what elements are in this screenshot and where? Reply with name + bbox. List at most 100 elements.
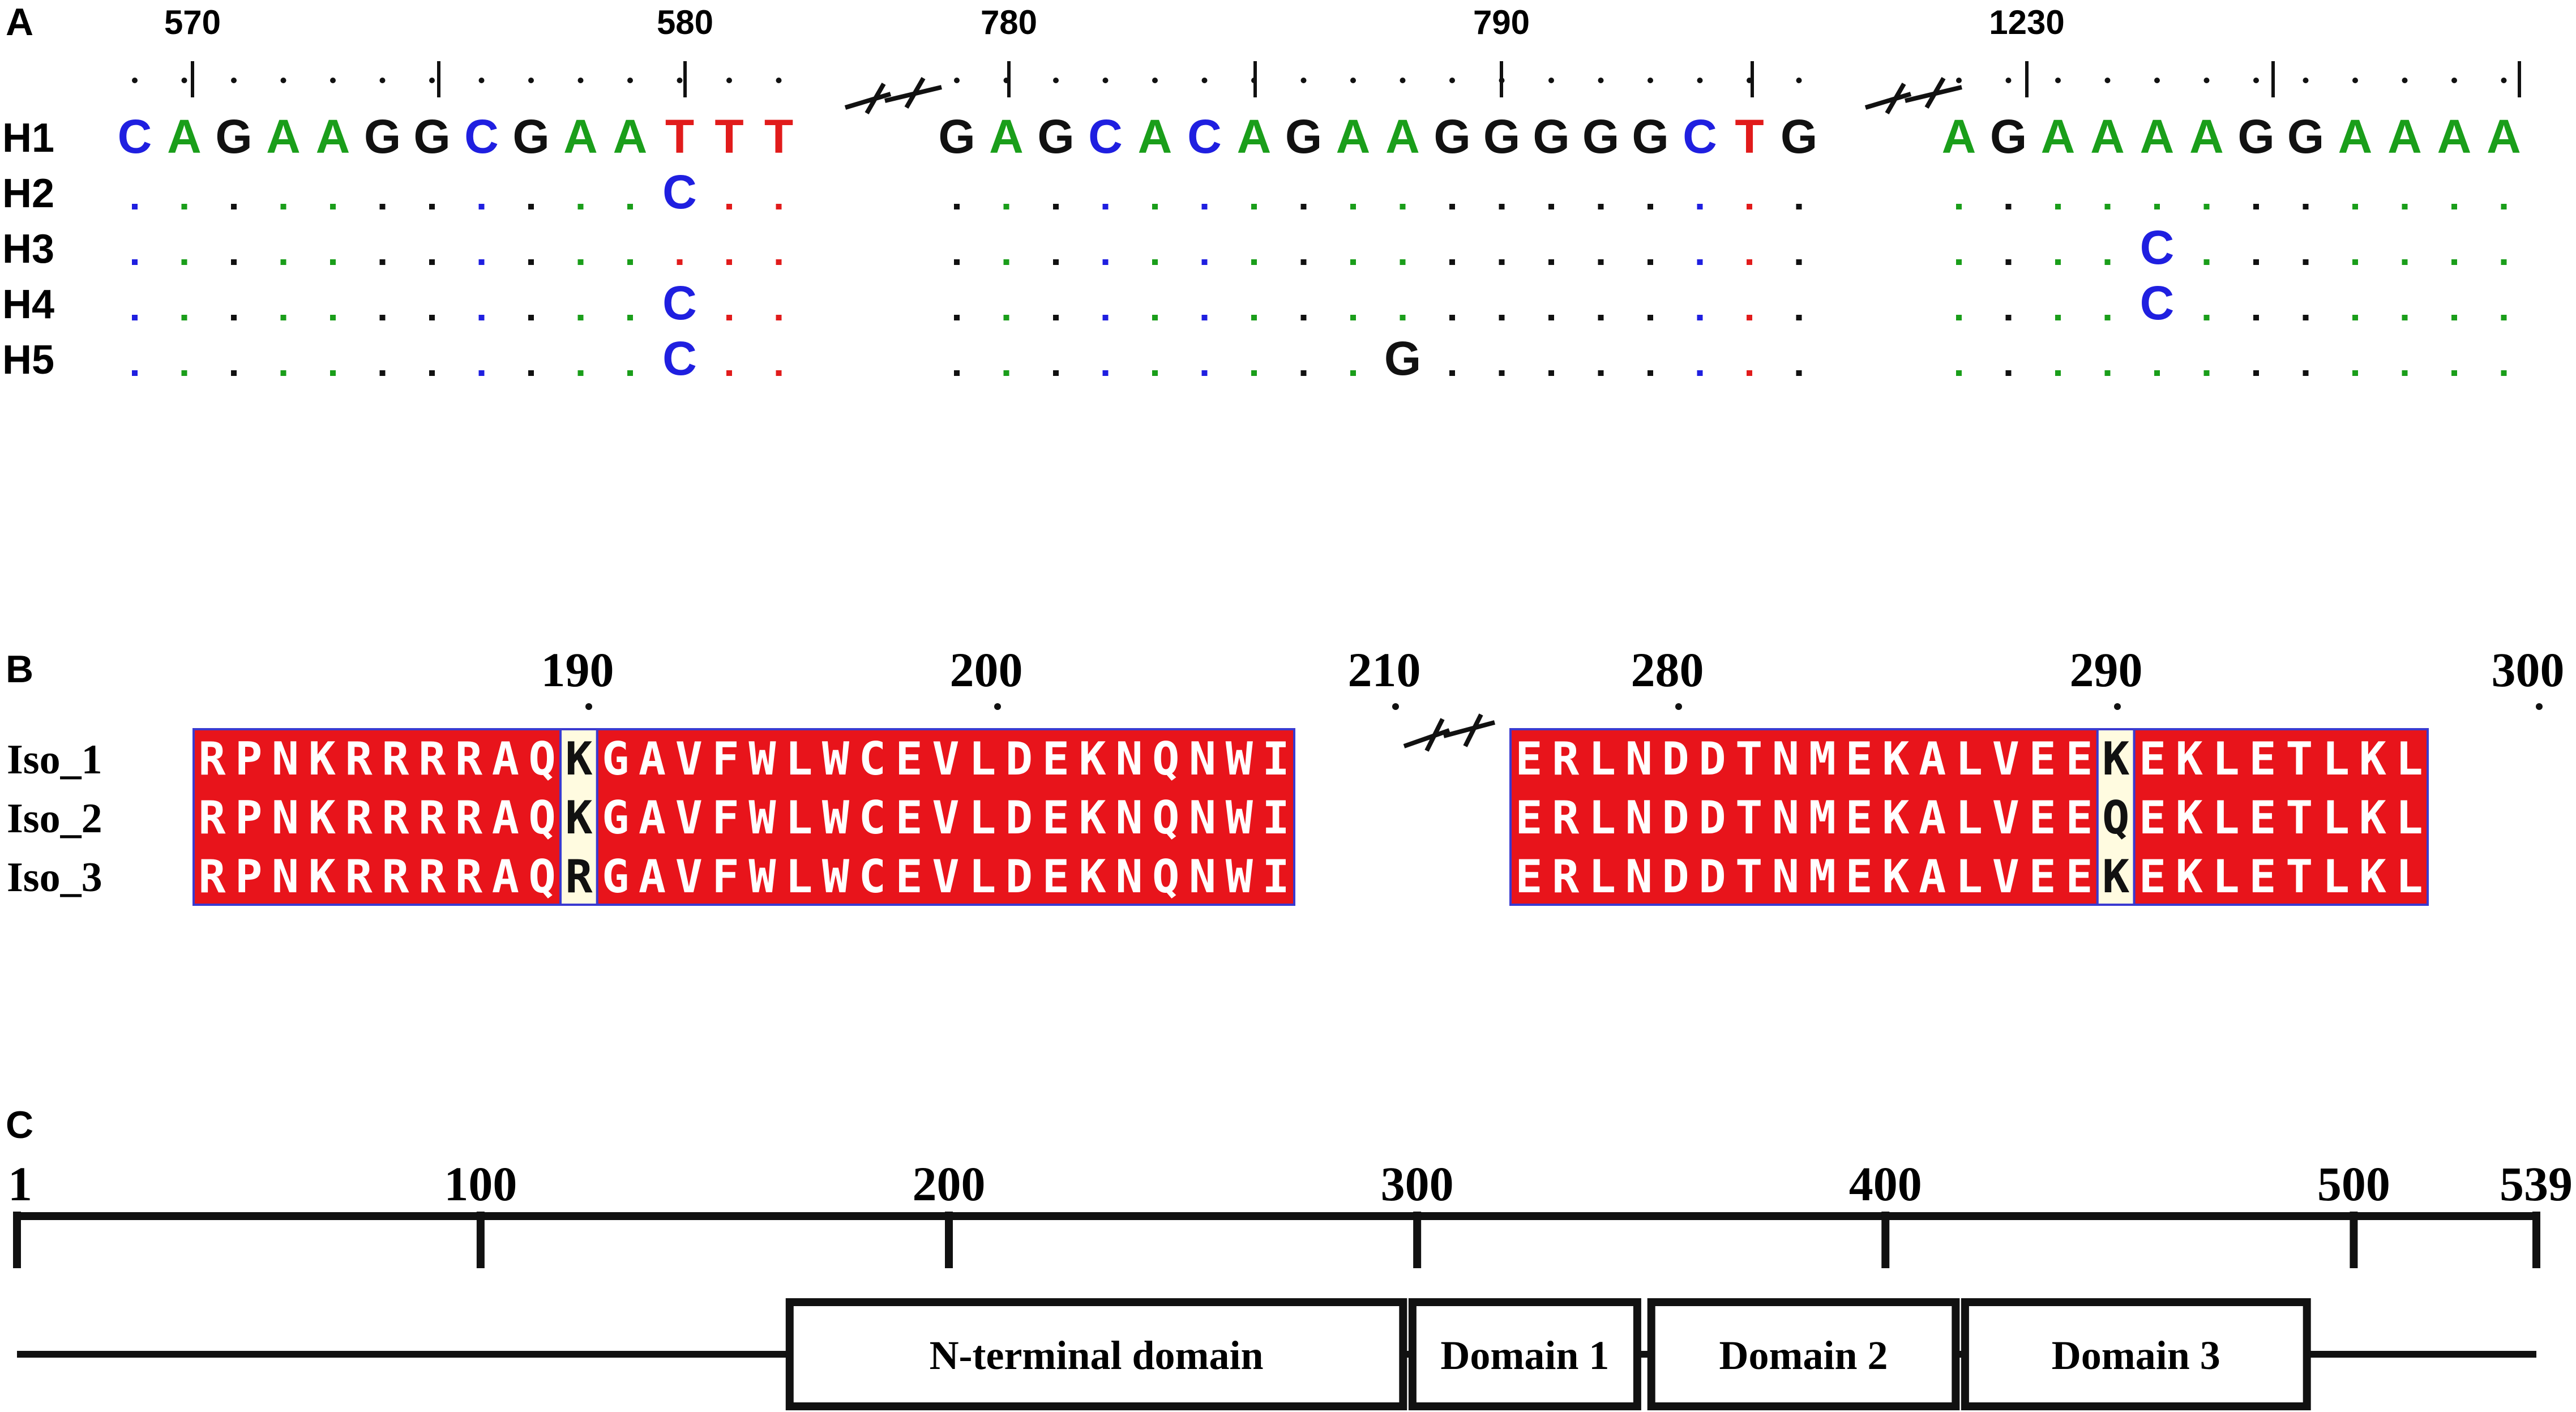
- amino-acid: N: [1772, 791, 1799, 844]
- amino-acid: R: [455, 733, 483, 785]
- amino-acid: C: [859, 791, 886, 844]
- amino-acid: E: [2139, 791, 2166, 844]
- nucleotide: A: [2189, 110, 2224, 163]
- ruler-dot: [1350, 78, 1356, 83]
- match-dot: [231, 259, 237, 265]
- amino-acid: E: [1515, 733, 1542, 785]
- match-dot: [1003, 259, 1009, 265]
- scale-label: 1: [8, 1157, 32, 1211]
- match-dot: [1648, 315, 1653, 320]
- match-dot: [1548, 259, 1554, 265]
- amino-acid: E: [1846, 791, 1873, 844]
- match-dot: [330, 204, 336, 209]
- match-dot: [2203, 315, 2210, 320]
- match-dot: [2501, 259, 2507, 265]
- match-dot: [1201, 315, 1208, 320]
- match-dot: [2104, 315, 2111, 320]
- amino-acid: T: [1735, 850, 1762, 903]
- match-dot: [1697, 370, 1703, 376]
- nucleotide: A: [1942, 110, 1976, 163]
- amino-acid: Q: [529, 791, 556, 844]
- amino-acid: N: [1115, 791, 1142, 844]
- match-dot: [627, 370, 633, 376]
- amino-acid: L: [1589, 733, 1616, 785]
- match-dot: [1697, 259, 1703, 265]
- match-dot: [677, 259, 683, 265]
- ruler-dot: [2055, 78, 2061, 83]
- match-dot: [1300, 315, 1307, 320]
- amino-acid: N: [1115, 733, 1142, 785]
- nucleotide: G: [1781, 110, 1817, 163]
- ruler-dot: [1449, 78, 1455, 83]
- amino-acid: A: [1919, 791, 1946, 844]
- match-dot: [1251, 315, 1257, 320]
- nucleotide: G: [1483, 110, 1520, 163]
- amino-acid: W: [822, 733, 850, 785]
- match-dot: [2203, 204, 2210, 209]
- amino-acid: N: [272, 791, 299, 844]
- amino-acid: V: [1992, 791, 2019, 844]
- ruler-dot: [379, 78, 386, 83]
- match-dot: [1548, 204, 1554, 209]
- match-dot: [2253, 259, 2259, 265]
- domain-box: [785, 1298, 1407, 1410]
- nucleotide: A: [316, 110, 350, 163]
- nucleotide: C: [1683, 110, 1717, 163]
- ruler-dot: [1675, 703, 1682, 710]
- match-dot: [1152, 315, 1158, 320]
- match-dot: [1956, 315, 1962, 320]
- ruler-dot: [1648, 78, 1653, 83]
- amino-acid: C: [859, 850, 886, 903]
- ruler-dot: [280, 78, 286, 83]
- match-dot: [2303, 204, 2309, 209]
- amino-acid: R: [382, 791, 409, 844]
- match-dot: [379, 204, 386, 209]
- amino-acid: L: [785, 850, 812, 903]
- amino-acid: W: [1226, 850, 1253, 903]
- nucleotide: A: [1237, 110, 1272, 163]
- nucleotide: G: [215, 110, 252, 163]
- match-dot: [2303, 370, 2309, 376]
- amino-acid: A: [639, 791, 666, 844]
- amino-acid: D: [1005, 791, 1033, 844]
- amino-acid: E: [2065, 733, 2093, 785]
- amino-acid: E: [2065, 791, 2093, 844]
- amino-acid: L: [2322, 791, 2350, 844]
- variant-nucleotide: G: [1384, 332, 1421, 385]
- ruler-dot: [1796, 78, 1802, 83]
- amino-acid: Q: [529, 850, 556, 903]
- nucleotide: A: [1336, 110, 1371, 163]
- amino-acid: T: [2286, 850, 2313, 903]
- amino-acid: D: [1005, 850, 1033, 903]
- match-dot: [1548, 370, 1554, 376]
- match-dot: [726, 259, 732, 265]
- variable-amino-acid: K: [2102, 733, 2129, 785]
- amino-acid: L: [969, 850, 996, 903]
- scale-label: 500: [2317, 1157, 2390, 1211]
- match-dot: [1598, 315, 1604, 320]
- match-dot: [1350, 259, 1356, 265]
- ruler-dot: [2451, 78, 2457, 83]
- scale-label: 539: [2500, 1157, 2573, 1211]
- match-dot: [1449, 315, 1455, 320]
- match-dot: [280, 259, 286, 265]
- match-dot: [478, 370, 485, 376]
- amino-acid: E: [2249, 791, 2276, 844]
- amino-acid: K: [1882, 850, 1909, 903]
- sequence-break-icon: [1403, 713, 1496, 752]
- variable-amino-acid: R: [565, 850, 593, 903]
- match-dot: [1499, 370, 1505, 376]
- amino-acid: K: [1079, 791, 1106, 844]
- amino-acid: A: [492, 850, 519, 903]
- nucleotide: C: [464, 110, 499, 163]
- nucleotide: A: [2338, 110, 2373, 163]
- match-dot: [132, 259, 138, 265]
- nucleotide: G: [413, 110, 450, 163]
- match-dot: [528, 204, 534, 209]
- ruler-dot: [1102, 78, 1109, 83]
- isoform-label: Iso_2: [7, 795, 102, 842]
- match-dot: [280, 370, 286, 376]
- match-dot: [1350, 204, 1356, 209]
- amino-acid: A: [639, 850, 666, 903]
